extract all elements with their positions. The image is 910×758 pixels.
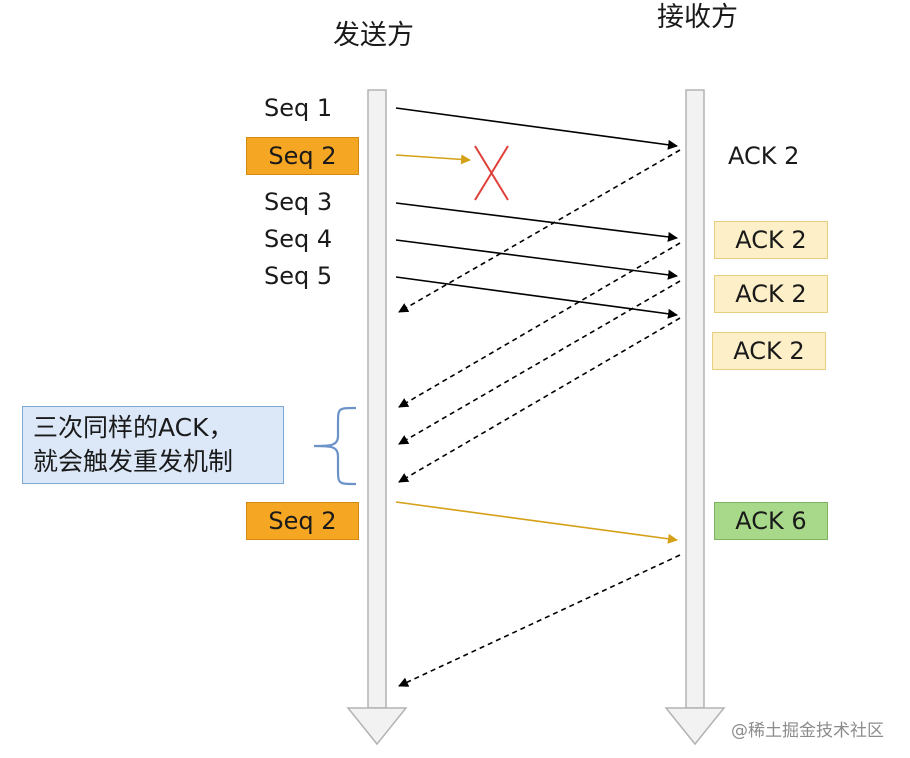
seq5-label: Seq 5 [264, 262, 333, 290]
receiver-title: 接收方 [657, 2, 738, 33]
seq5-arrow [395, 276, 678, 319]
ack-dup-3-label: ACK 2 [712, 332, 826, 370]
ack-final-label: ACK 6 [714, 502, 828, 540]
sender-title: 发送方 [333, 20, 414, 51]
ack-dup-2-label: ACK 2 [714, 275, 828, 313]
ack-dup-2-arrow [398, 280, 681, 445]
seq2-lost-label: Seq 2 [246, 137, 359, 175]
seq4-arrow [395, 239, 678, 280]
seq2-lost-arrow [395, 154, 471, 165]
seq4-label: Seq 4 [264, 225, 333, 253]
curly-brace [313, 406, 357, 486]
ack-dup-3-arrow [398, 317, 681, 483]
seq1-arrow [395, 107, 678, 150]
fast-retransmit-note: 三次同样的ACK， 就会触发重发机制 [22, 406, 284, 484]
ack-first-arrow [398, 149, 681, 313]
note-line-2: 就会触发重发机制 [33, 447, 234, 476]
ack-dup-1-label: ACK 2 [714, 221, 828, 259]
seq3-label: Seq 3 [264, 188, 333, 216]
sender-timeline [346, 89, 408, 746]
watermark: @稀土掘金技术社区 [731, 721, 884, 741]
receiver-timeline [664, 89, 726, 746]
packet-loss-mark [474, 145, 509, 201]
seq3-arrow [395, 202, 678, 242]
ack-first-label: ACK 2 [728, 142, 800, 170]
ack-final-arrow [398, 554, 681, 687]
note-line-1: 三次同样的ACK， [33, 413, 234, 442]
seq2-retransmit-label: Seq 2 [246, 502, 359, 540]
ack-dup-1-arrow [398, 242, 681, 408]
seq2-retransmit-arrow [395, 501, 678, 544]
seq1-label: Seq 1 [264, 94, 333, 122]
